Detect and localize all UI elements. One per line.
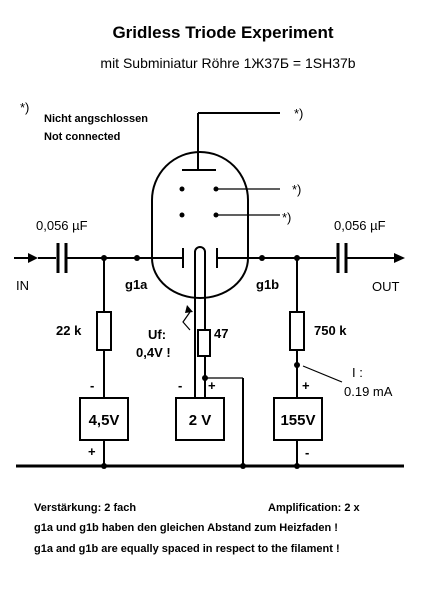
battery-2v-voltage: 2 V <box>189 412 212 429</box>
current-value: 0.19 mA <box>344 384 393 399</box>
filament-voltage-label: Uf: <box>148 327 166 342</box>
output-label: OUT <box>372 279 400 294</box>
junction-dot <box>134 255 140 261</box>
filament-voltage-value: 0,4V ! <box>136 345 171 360</box>
battery-2v-top-sign-right: + <box>208 378 216 393</box>
footer-line-en: g1a and g1b are equally spaced in respec… <box>34 543 340 555</box>
filament <box>194 246 206 320</box>
tube-envelope <box>151 151 249 299</box>
junction-dot <box>101 463 107 469</box>
current-label: I : <box>352 365 363 380</box>
battery-2v-top-sign-left: - <box>178 378 182 393</box>
capacitor-in-value: 0,056 µF <box>36 218 88 233</box>
battery-155v-top-sign: + <box>302 378 310 393</box>
nc-marker-pin: *) <box>282 210 291 225</box>
junction-dot <box>294 362 300 368</box>
diagram-subtitle: mit Subminiatur Röhre 1Ж37Б = 1SH37b <box>100 55 355 71</box>
note-text-en: Not connected <box>44 131 120 143</box>
current-pointer <box>302 365 343 383</box>
uf-arrowhead <box>185 305 193 313</box>
output-arrowhead <box>394 253 405 263</box>
footer-gain-de: Verstärkung: 2 fach <box>34 502 136 514</box>
diagram-title: Gridless Triode Experiment <box>112 23 333 42</box>
uf-arrow <box>182 311 191 331</box>
resistor-g1a-value: 22 k <box>56 323 82 338</box>
battery-2v <box>175 397 225 441</box>
resistor-plate-value: 750 k <box>314 323 347 338</box>
capacitor-out-value: 0,056 µF <box>334 218 386 233</box>
battery-155v <box>273 397 323 441</box>
nc-marker-pin: *) <box>292 182 301 197</box>
battery-155v-bottom-sign: - <box>305 445 309 460</box>
junction-dot <box>240 463 246 469</box>
note-marker: *) <box>20 100 29 115</box>
grid-g1a-label: g1a <box>125 277 148 292</box>
footer-line-de: g1a und g1b haben den gleichen Abstand z… <box>34 522 338 534</box>
battery-4v5-voltage: 4,5V <box>89 412 120 429</box>
resistor-plate <box>289 311 305 351</box>
grid-g1b-label: g1b <box>256 277 279 292</box>
nc-marker-top: *) <box>294 106 303 121</box>
battery-4v5-bottom-sign: + <box>88 444 96 459</box>
battery-4v5-top-sign: - <box>90 378 94 393</box>
resistor-filament <box>197 329 211 357</box>
footer-gain-en: Amplification: 2 x <box>268 502 361 514</box>
tube-pin-dot <box>179 212 185 218</box>
tube-pin-dot <box>179 186 185 192</box>
note-text-de: Nicht angschlossen <box>44 113 148 125</box>
junction-dot <box>294 463 300 469</box>
battery-155v-voltage: 155V <box>280 412 315 429</box>
resistor-g1a <box>96 311 112 351</box>
input-arrowhead <box>28 253 38 263</box>
input-label: IN <box>16 278 29 293</box>
resistor-filament-value: 47 <box>214 326 228 341</box>
junction-dot <box>259 255 265 261</box>
